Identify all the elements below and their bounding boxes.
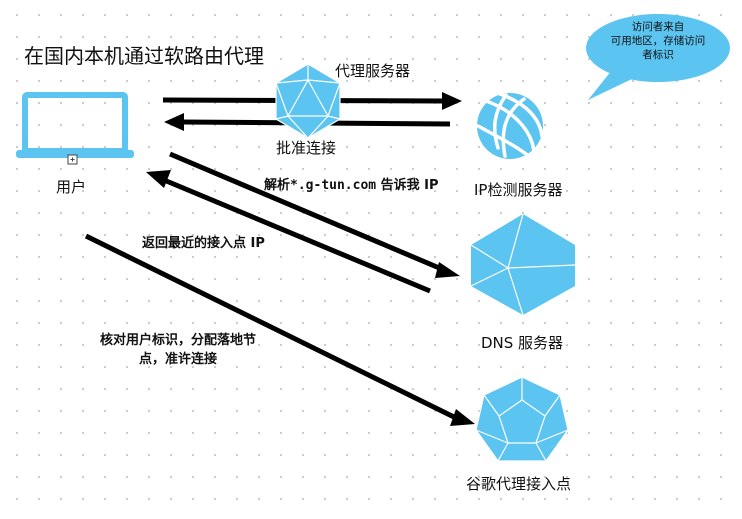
resolve-domain: *.g-tun.com [290,178,377,193]
octahedron-icon [470,213,576,316]
speech-bubble [586,14,730,100]
ip-detect-server-label: IP检测服务器 [474,181,563,199]
proxy-server-label: 代理服务器 [335,62,411,80]
resolve-prefix: 解析 [264,178,291,193]
return-ip-label: 返回最近的接入点 IP [142,236,265,251]
volleyball-icon [476,92,544,159]
diagram-title: 在国内本机通过软路由代理 [24,44,264,68]
bubble-line2: 可用地区，存储访问 [610,35,706,48]
verify-label: 核对用户标识，分配落地节 点，准许连接 [85,332,271,370]
user-label: 用户 [56,178,87,196]
edge-user-to-dns [169,151,460,278]
verify-label-line1: 核对用户标识，分配落地节 [99,333,256,348]
dns-server-label: DNS 服务器 [481,334,564,352]
icosahedron-icon [275,63,341,139]
google-proxy-label: 谷歌代理接入点 [466,475,572,493]
laptop-icon [16,92,134,165]
verify-label-line2: 点，准许连接 [138,351,217,367]
resolve-label: 解析*.g-tun.com 告诉我 IP [264,178,439,194]
edge-user-to-google-proxy [84,233,475,426]
resolve-suffix: 告诉我 IP [376,178,439,193]
bubble-line1: 访问者来自 [631,21,685,33]
dodecahedron-icon [475,376,569,462]
edge-dns-to-user [146,170,431,294]
speech-bubble-text: 访问者来自 可用地区，存储访问 者标识 [594,20,722,63]
approve-connection-label: 批准连接 [276,139,337,157]
bubble-line3: 者标识 [642,49,674,62]
